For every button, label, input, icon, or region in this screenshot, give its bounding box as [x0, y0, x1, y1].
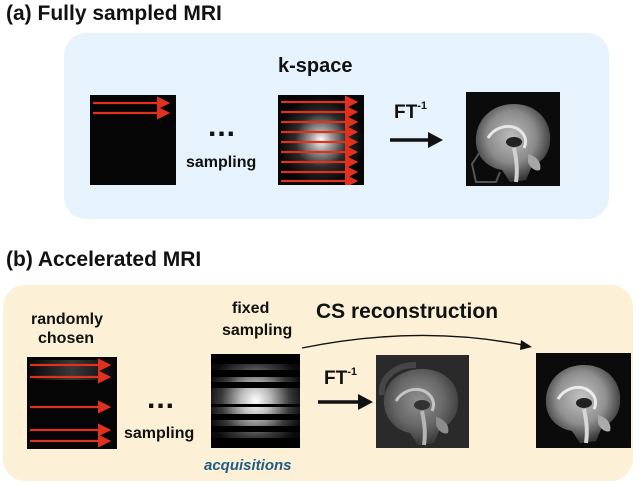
panel-a-ft-arrow-icon	[388, 130, 444, 150]
mri-aliased-brain-icon	[376, 355, 469, 448]
panel-a-sampling-label: sampling	[186, 154, 257, 171]
kspace-empty-icon	[90, 95, 176, 185]
panel-a-dots: ...	[208, 110, 237, 143]
fixed-label-line2: sampling	[222, 322, 293, 339]
cs-curved-arrow-icon	[300, 326, 540, 356]
acquisitions-label: acquisitions	[204, 457, 292, 474]
panel-b-heading: (b) Accelerated MRI	[6, 248, 202, 271]
kspace-label: k-space	[278, 55, 353, 77]
random-label-line1: randomly	[31, 311, 104, 328]
kspace-random-icon	[27, 357, 117, 449]
panel-a-ft-label: FT-1	[394, 100, 427, 123]
kspace-fixed-icon	[211, 354, 300, 448]
panel-b-sampling-label: sampling	[124, 425, 195, 442]
mri-reconstructed-brain-icon	[536, 353, 631, 448]
fixed-label-line1: fixed	[232, 300, 270, 317]
panel-b-ft-label: FT-1	[324, 366, 357, 389]
mri-brain-icon	[466, 92, 560, 186]
panel-a-heading: (a) Fully sampled MRI	[6, 2, 222, 25]
panel-b-dots: ...	[147, 382, 176, 415]
panel-b-ft-arrow-icon	[316, 392, 374, 412]
kspace-full-icon	[278, 95, 364, 185]
random-label-line2: chosen	[38, 330, 95, 347]
cs-reconstruction-label: CS reconstruction	[316, 300, 499, 323]
